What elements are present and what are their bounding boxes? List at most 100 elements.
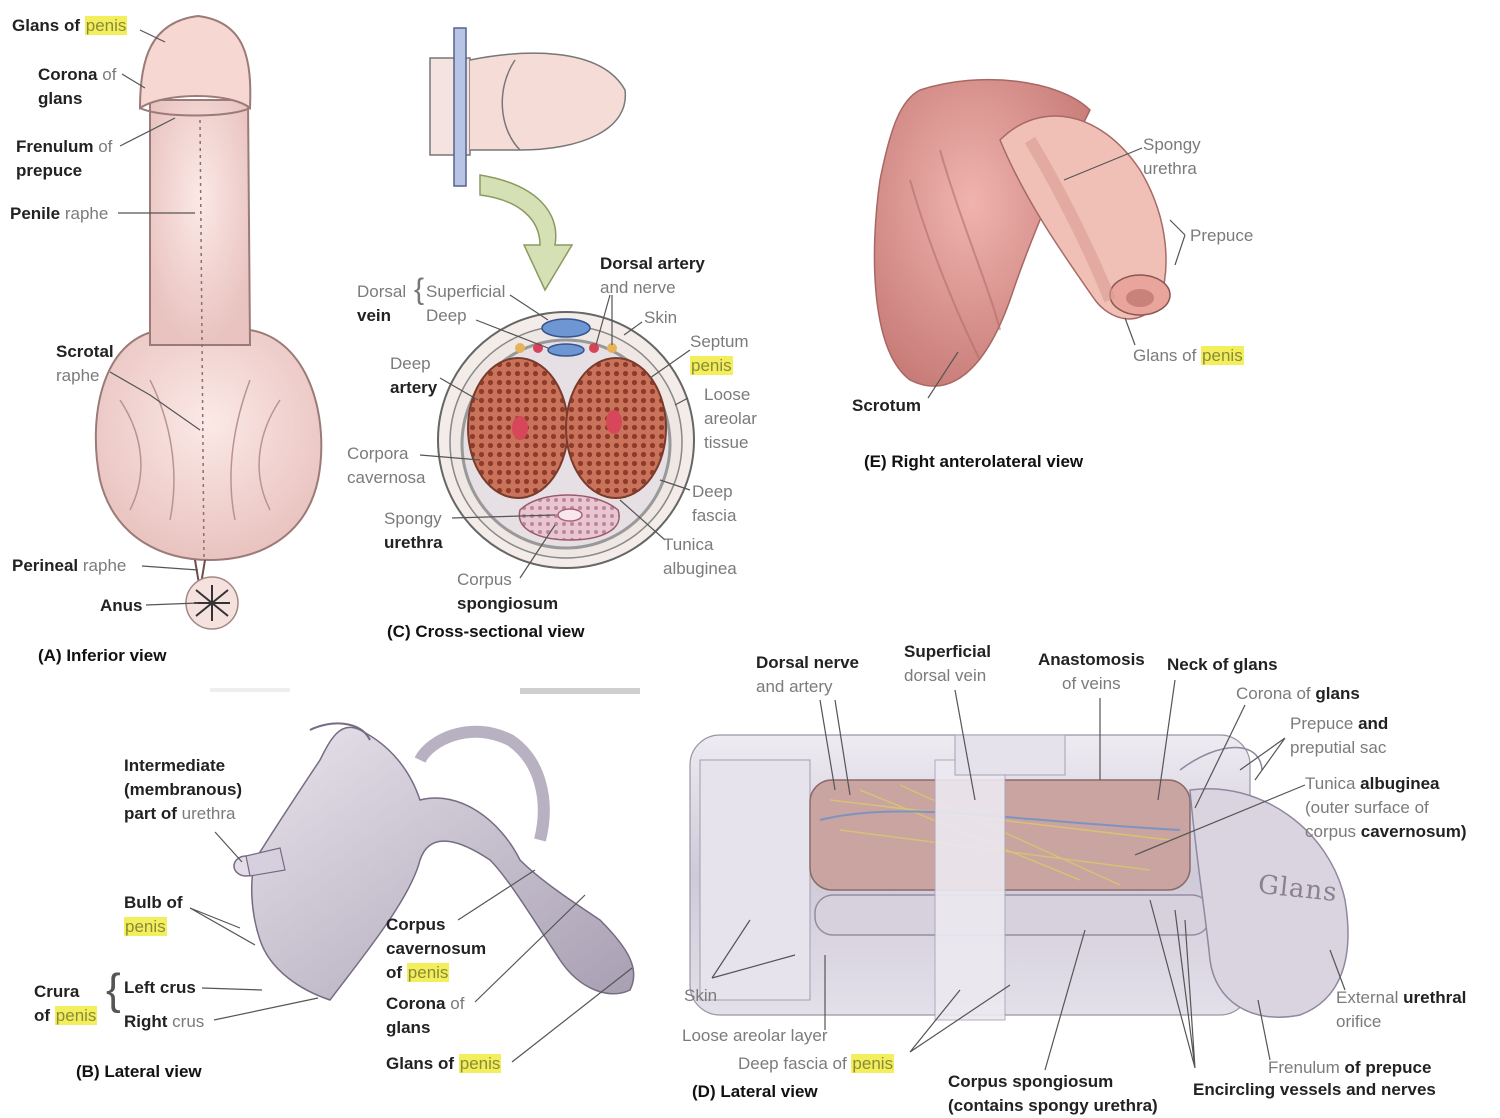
text: Skin <box>684 986 717 1005</box>
text: of <box>386 963 402 982</box>
text: Corpus spongiosum <box>948 1072 1113 1091</box>
caption-panel-d: (D) Lateral view <box>692 1082 818 1102</box>
highlight-term: penis <box>690 356 733 375</box>
text: Corona of <box>1236 684 1311 703</box>
text: urethra <box>384 533 443 552</box>
highlight-term: penis <box>124 917 167 936</box>
label-superficial-dorsal-vein: Superficialdorsal vein <box>904 640 991 688</box>
label-dorsal-artery-and-nerve: Dorsal artery and nerve <box>600 252 705 300</box>
text: Intermediate <box>124 756 225 775</box>
text: glans <box>38 89 82 108</box>
text: Corpus <box>386 915 446 934</box>
text: Corpora <box>347 444 408 463</box>
text: prepuce <box>16 161 82 180</box>
label-penile-raphe: Penile raphe <box>10 202 108 226</box>
text: Spongy <box>1143 135 1201 154</box>
caption-panel-b: (B) Lateral view <box>76 1062 202 1082</box>
text: preputial sac <box>1290 738 1386 757</box>
text: raphe <box>56 366 99 385</box>
label-scrotum: Scrotum <box>852 394 921 418</box>
label-dorsal-vein: Dorsalvein <box>357 280 406 328</box>
text: of <box>34 1006 50 1025</box>
label-loose-areolar-tissue: Looseareolartissue <box>704 383 757 455</box>
brace: { <box>106 968 121 1012</box>
label-frenulum-of-prepuce-a: Frenulum of prepuce <box>16 135 112 183</box>
text: Dorsal artery <box>600 254 705 273</box>
text: Deep <box>390 354 431 373</box>
text: areolar <box>704 409 757 428</box>
direction-arrow <box>480 175 572 290</box>
text: vein <box>357 306 391 325</box>
label-right-crus: Right crus <box>124 1010 204 1034</box>
text: cavernosa <box>347 468 425 487</box>
text: Crura <box>34 982 79 1001</box>
text: corpus <box>1305 822 1356 841</box>
text: of <box>98 137 112 156</box>
highlight-term: penis <box>459 1054 502 1073</box>
label-corpus-spongiosum-c: Corpus spongiosum <box>457 568 558 616</box>
highlight-term: penis <box>1201 346 1244 365</box>
text: Septum <box>690 332 749 351</box>
text: glans <box>386 1018 430 1037</box>
panel-a-illustration <box>96 16 322 629</box>
label-prepuce-e: Prepuce <box>1190 224 1253 248</box>
label-frenulum-of-prepuce-d: Frenulum of prepuce <box>1268 1056 1431 1080</box>
highlight-term: penis <box>407 963 450 982</box>
text: Deep fascia of <box>738 1054 847 1073</box>
text: Neck of glans <box>1167 655 1278 674</box>
text: Tunica <box>663 535 713 554</box>
text: Anus <box>100 596 143 615</box>
text: Corona <box>38 65 98 84</box>
text: Scrotum <box>852 396 921 415</box>
label-corpus-spongiosum-d: Corpus spongiosum (contains spongy urethr… <box>948 1070 1158 1118</box>
label-left-crus: Left crus <box>124 976 196 1000</box>
label-corona-of-glans-a: Corona ofglans <box>38 63 116 111</box>
text: (membranous) <box>124 780 242 799</box>
text: Deep <box>426 306 467 325</box>
label-glans-of-penis-e: Glans of penis <box>1133 344 1244 368</box>
text: Scrotal <box>56 342 114 361</box>
label-septum-penis: Septum penis <box>690 330 749 378</box>
label-corpora-cavernosa: Corpora cavernosa <box>347 442 425 490</box>
text: Dorsal nerve <box>756 653 859 672</box>
text: (outer surface of <box>1305 798 1429 817</box>
label-deep-fascia-of-penis: Deep fascia of penis <box>738 1052 894 1076</box>
text: and artery <box>756 677 833 696</box>
label-loose-areolar-layer: Loose areolar layer <box>682 1024 828 1048</box>
label-perineal-raphe: Perineal raphe <box>12 554 126 578</box>
highlight-term: penis <box>55 1006 98 1025</box>
text: urethra <box>1143 159 1197 178</box>
text: fascia <box>692 506 736 525</box>
text: Left crus <box>124 978 196 997</box>
text: albuginea <box>1360 774 1439 793</box>
text: cavernosum <box>386 939 486 958</box>
text: raphe <box>83 556 126 575</box>
text: urethra <box>182 804 236 823</box>
text: Frenulum <box>16 137 93 156</box>
label-skin-c: Skin <box>644 306 677 330</box>
highlight-term: penis <box>851 1054 894 1073</box>
superficial-vein <box>542 319 590 337</box>
text: Glans of <box>386 1054 454 1073</box>
label-scrotal-raphe: Scrotal raphe <box>56 340 114 388</box>
text: Prepuce <box>1190 226 1253 245</box>
highlight-term: penis <box>85 16 128 35</box>
text: Perineal <box>12 556 78 575</box>
label-dorsal-nerve-and-artery: Dorsal nerve and artery <box>756 651 859 699</box>
panel-d-illustration <box>690 735 1348 1020</box>
text: Anastomosis <box>1038 650 1145 669</box>
text: Deep <box>692 482 733 501</box>
caption-panel-e: (E) Right anterolateral view <box>864 452 1083 472</box>
text: spongiosum <box>457 594 558 613</box>
glans-shape <box>140 16 250 108</box>
text: Skin <box>644 308 677 327</box>
text: Right <box>124 1012 167 1031</box>
text: Loose areolar layer <box>682 1026 828 1045</box>
text: Corpus <box>457 570 512 589</box>
text: and nerve <box>600 278 676 297</box>
label-prepuce-and-preputial-sac: Prepuce andpreputial sac <box>1290 712 1388 760</box>
text: (contains spongy urethra) <box>948 1096 1158 1115</box>
